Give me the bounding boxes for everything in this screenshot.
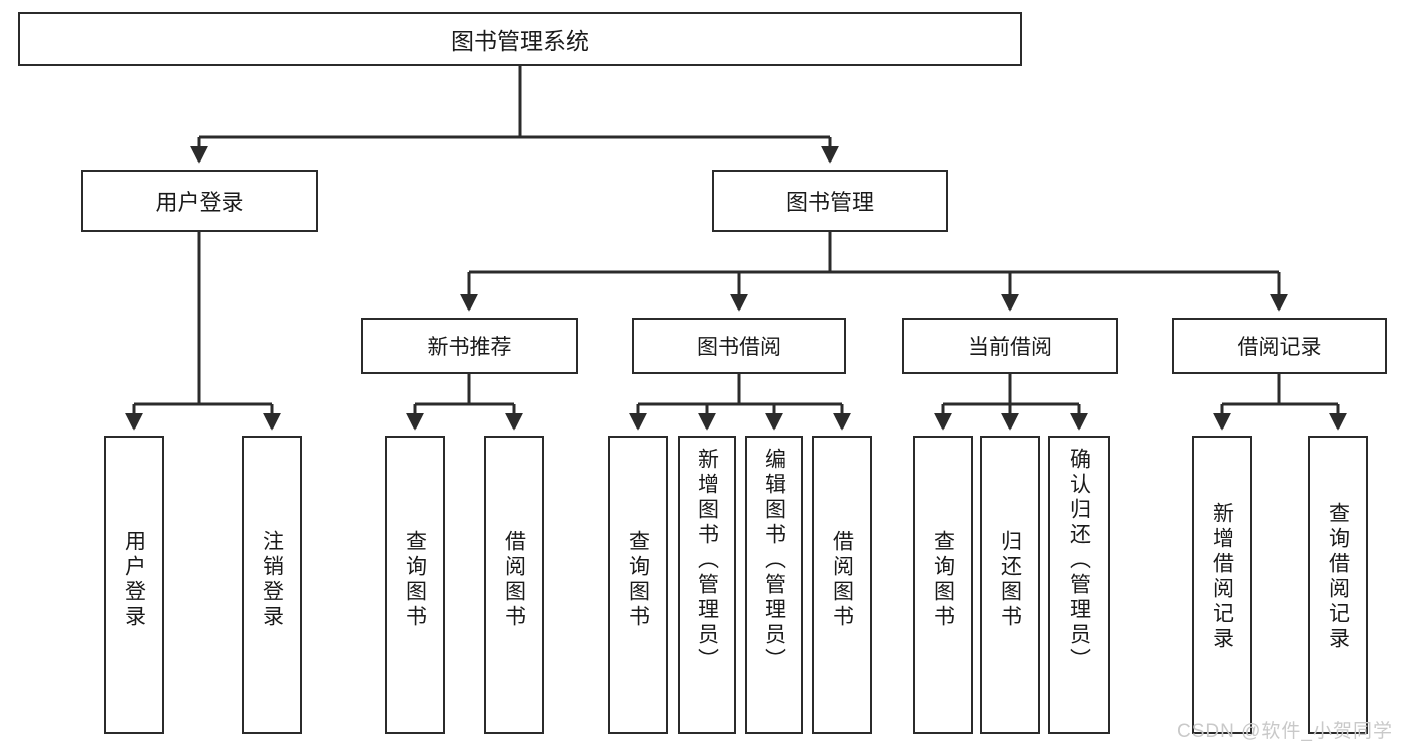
node-label: 用户登录 bbox=[155, 190, 244, 215]
node-leaf-return-book[interactable]: 归还图书 bbox=[980, 436, 1040, 734]
node-label: 查询图书 bbox=[626, 530, 650, 630]
node-label: 借阅图书 bbox=[830, 530, 854, 630]
node-new-book-recommend[interactable]: 新书推荐 bbox=[361, 318, 578, 374]
node-leaf-query-book-3[interactable]: 查询图书 bbox=[913, 436, 973, 734]
node-current-borrow[interactable]: 当前借阅 bbox=[902, 318, 1118, 374]
csdn-watermark: CSDN @软件_小贺同学 bbox=[1177, 721, 1393, 742]
node-label: 归还图书 bbox=[998, 530, 1022, 630]
node-leaf-confirm-return-admin[interactable]: 确认归还（管理员） bbox=[1048, 436, 1110, 734]
node-leaf-query-book-1[interactable]: 查询图书 bbox=[385, 436, 445, 734]
node-label: 编辑图书（管理员） bbox=[762, 448, 786, 673]
node-book-borrow[interactable]: 图书借阅 bbox=[632, 318, 846, 374]
node-label: 借阅图书 bbox=[502, 530, 526, 630]
node-leaf-query-borrow-record[interactable]: 查询借阅记录 bbox=[1308, 436, 1368, 734]
node-leaf-query-book-2[interactable]: 查询图书 bbox=[608, 436, 668, 734]
node-label: 查询借阅记录 bbox=[1326, 502, 1350, 652]
node-label: 确认归还（管理员） bbox=[1067, 448, 1091, 673]
node-borrow-record[interactable]: 借阅记录 bbox=[1172, 318, 1387, 374]
node-label: 新书推荐 bbox=[427, 336, 512, 359]
node-leaf-add-book-admin[interactable]: 新增图书（管理员） bbox=[678, 436, 736, 734]
node-label: 图书借阅 bbox=[697, 336, 781, 359]
node-book-manage[interactable]: 图书管理 bbox=[712, 170, 948, 232]
node-leaf-user-login[interactable]: 用户登录 bbox=[104, 436, 164, 734]
node-label: 查询图书 bbox=[931, 530, 955, 630]
node-user-login[interactable]: 用户登录 bbox=[81, 170, 318, 232]
node-label: 图书管理系统 bbox=[451, 28, 589, 54]
node-label: 查询图书 bbox=[403, 530, 427, 630]
node-leaf-borrow-book-2[interactable]: 借阅图书 bbox=[812, 436, 872, 734]
node-label: 图书管理 bbox=[785, 190, 874, 215]
node-label: 当前借阅 bbox=[968, 336, 1052, 359]
node-label: 新增借阅记录 bbox=[1210, 502, 1234, 652]
node-label: 用户登录 bbox=[122, 530, 146, 630]
node-label: 注销登录 bbox=[260, 530, 284, 630]
node-book-management-system[interactable]: 图书管理系统 bbox=[18, 12, 1022, 66]
node-leaf-add-borrow-record[interactable]: 新增借阅记录 bbox=[1192, 436, 1252, 734]
node-leaf-borrow-book-1[interactable]: 借阅图书 bbox=[484, 436, 544, 734]
node-label: 新增图书（管理员） bbox=[695, 448, 719, 673]
node-leaf-logout-login[interactable]: 注销登录 bbox=[242, 436, 302, 734]
node-label: 借阅记录 bbox=[1237, 336, 1322, 359]
node-leaf-edit-book-admin[interactable]: 编辑图书（管理员） bbox=[745, 436, 803, 734]
